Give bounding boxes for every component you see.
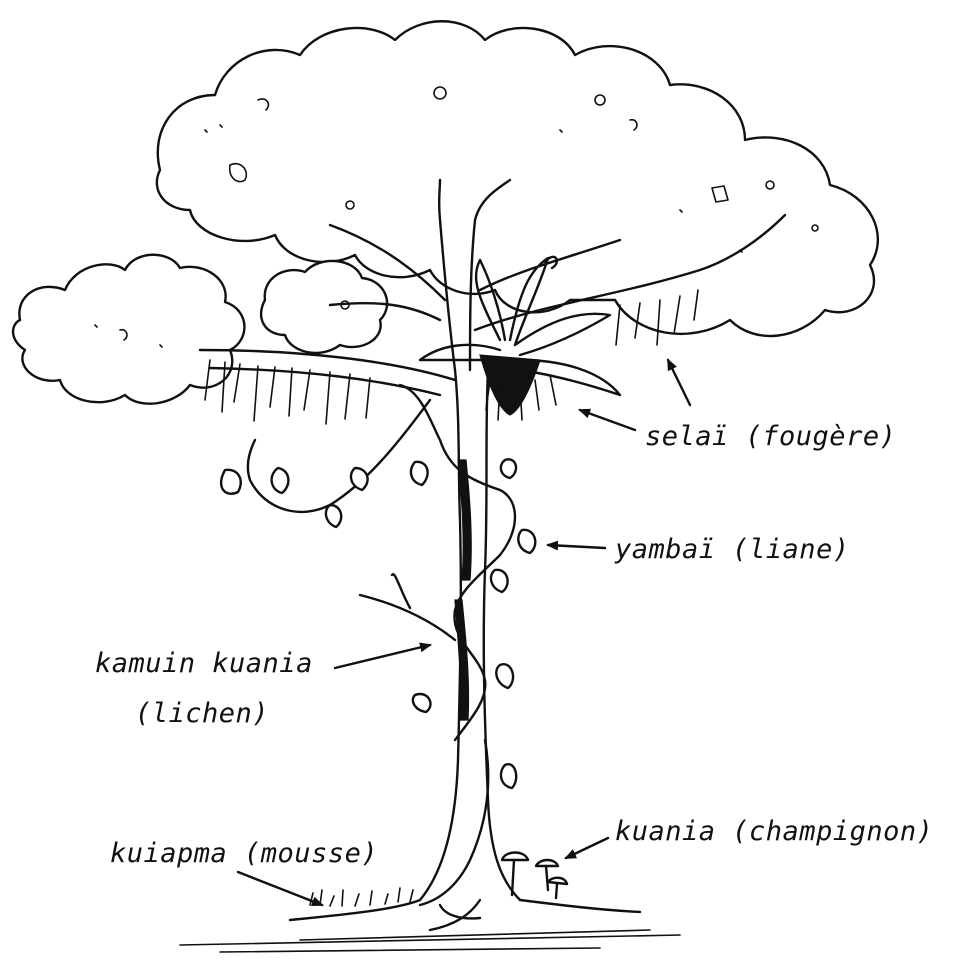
liana-vine: [221, 385, 535, 905]
arrow-moss-strands: [668, 360, 690, 405]
arrow-lichen: [335, 645, 430, 668]
mushrooms: [502, 853, 567, 899]
label-mushroom: kuania (champignon): [615, 816, 933, 847]
arrow-liana: [548, 545, 605, 548]
label-liana: yambaï (liane): [614, 534, 850, 565]
arrow-mushroom: [566, 838, 608, 858]
label-lichen-french: (lichen): [135, 698, 269, 729]
arrow-fern: [580, 410, 635, 430]
label-lichen-name: kamuin kuania: [95, 648, 313, 679]
label-moss: kuiapma (mousse): [110, 838, 378, 869]
label-fern: selaï (fougère): [645, 421, 896, 452]
tree-canopy: [13, 21, 878, 403]
lichen-branch: [360, 574, 455, 640]
moss-patch: [310, 888, 413, 906]
arrow-moss: [238, 872, 322, 905]
